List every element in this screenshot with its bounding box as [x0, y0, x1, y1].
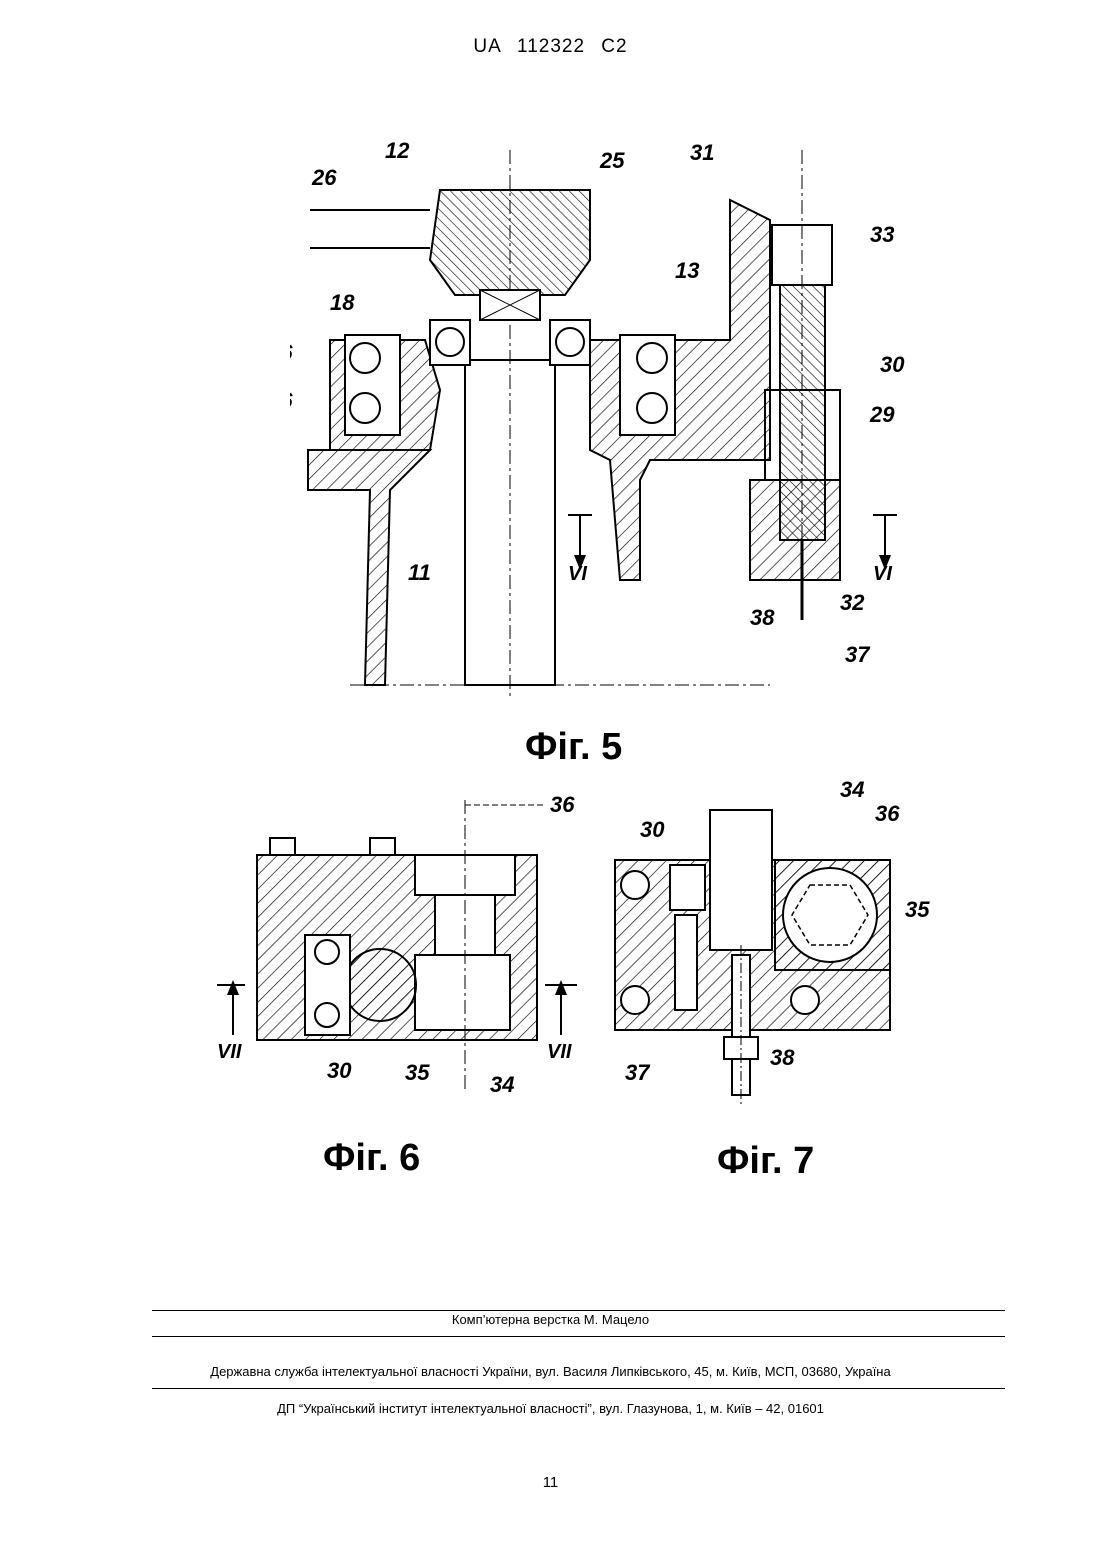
fig7-label-30: 30	[640, 817, 665, 842]
figure-5-caption: Фіг. 5	[525, 726, 622, 769]
fig7-label-36: 36	[875, 801, 900, 826]
fig5-label-18: 18	[330, 290, 355, 315]
fig5-label-38: 38	[750, 605, 775, 630]
fig5-label-29: 29	[869, 402, 895, 427]
fig7-label-37: 37	[625, 1060, 651, 1085]
figure-7-drawing: 34 36 30 35 37 38	[610, 775, 940, 1115]
footer-rule-3	[152, 1388, 1005, 1389]
fig5-label-16a: 16	[290, 340, 293, 365]
figure-5-drawing: 12 25 31 26 13 33 18 16 16 30 29 11 VI V…	[290, 130, 930, 710]
footer-institute: ДП “Український інститут інтелектуальної…	[0, 1401, 1101, 1416]
fig5-label-31: 31	[690, 140, 714, 165]
fig5-label-12: 12	[385, 138, 410, 163]
page-number: 11	[0, 1474, 1101, 1491]
fig5-label-32: 32	[840, 590, 865, 615]
fig7-label-34: 34	[840, 777, 864, 802]
footer-rule-2	[152, 1336, 1005, 1337]
fig6-label-36: 36	[550, 792, 575, 817]
fig5-label-11: 11	[408, 560, 431, 585]
fig5-label-16b: 16	[290, 388, 293, 413]
footer-office: Державна служба інтелектуальної власност…	[0, 1364, 1101, 1379]
fig5-label-33: 33	[870, 222, 894, 247]
fig5-label-vi-right: VI	[873, 563, 892, 585]
fig5-label-25: 25	[599, 148, 625, 173]
fig5-label-30: 30	[880, 352, 905, 377]
footer-rule-1	[152, 1310, 1005, 1311]
fig7-label-35: 35	[905, 897, 930, 922]
fig6-label-35: 35	[405, 1060, 430, 1085]
fig5-label-37: 37	[845, 642, 871, 667]
fig6-label-34: 34	[490, 1072, 514, 1097]
fig6-label-vii-left: VII	[217, 1041, 242, 1063]
fig6-label-vii-right: VII	[547, 1041, 572, 1063]
footer-layout-credit: Комп’ютерна верстка М. Мацело	[0, 1312, 1101, 1327]
figure-7-caption: Фіг. 7	[717, 1140, 814, 1183]
fig7-label-38: 38	[770, 1045, 795, 1070]
fig5-label-vi-left: VI	[568, 563, 587, 585]
document-code: UA 112322 C2	[0, 36, 1101, 58]
figure-6-drawing: 36 VII VII 30 35 34	[215, 790, 585, 1100]
figure-6-caption: Фіг. 6	[323, 1137, 420, 1180]
fig6-label-30: 30	[327, 1058, 352, 1083]
fig5-label-13: 13	[675, 258, 699, 283]
fig5-label-26: 26	[311, 165, 337, 190]
